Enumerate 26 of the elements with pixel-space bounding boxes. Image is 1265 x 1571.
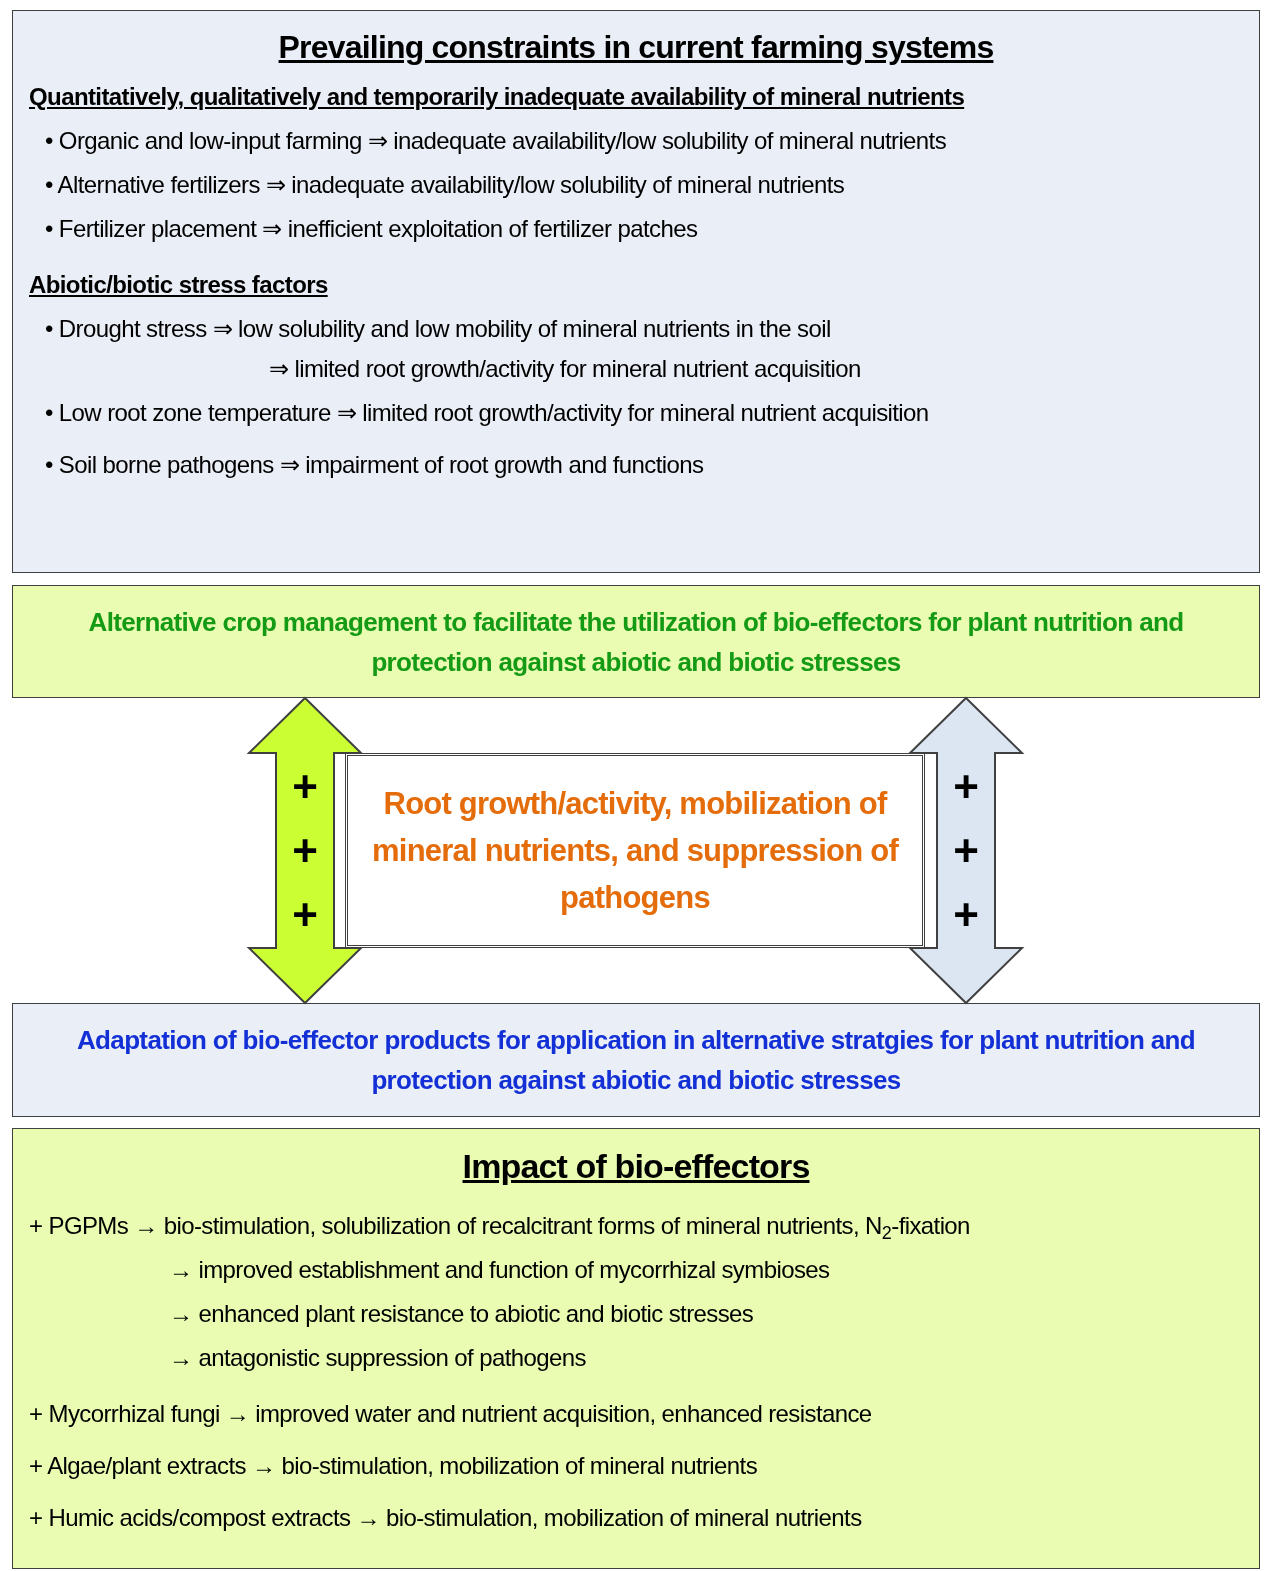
list-item: ⇒ limited root growth/activity for mineral nutrient acquisition [268,354,862,384]
banner-text: Adaptation of bio-effector products for application in alternative stratgies for plant nutrition and protection against abiotic and biotic stresses [75,1024,1197,1097]
list-item: + PGPMs → bio-stimulation, solubilization of recalcitrant forms of mineral nutrients, N$_{2}$-fixation [29,1211,971,1244]
list-item: → antagonistic suppression of pathogens [168,1343,587,1373]
text-box [12,10,1260,573]
list-item: → improved establishment and function of mycorrhizal symbioses [168,1255,831,1285]
box-text: Root growth/activity, mobilization of mineral nutrients, and suppression of pathogens [372,785,898,917]
list-item: • Low root zone temperature ⇒ limited root growth/activity for mineral nutrient acquisition [44,398,930,428]
list-item: • Organic and low-input farming ⇒ inadequate availability/low solubility of mineral nutrients [44,126,948,156]
subheading: Quantitatively, qualitatively and temporarily inadequate availability of mineral nutrients [29,82,966,112]
heading: Prevailing constraints in current farming systems [277,28,995,67]
list-item: → enhanced plant resistance to abiotic and biotic stresses [168,1299,755,1329]
text-box [12,585,1260,698]
subheading: Abiotic/biotic stress factors [29,270,329,300]
text-box [12,1003,1260,1117]
text-box [345,753,925,948]
list-item: + Algae/plant extracts → bio-stimulation, mobilization of mineral nutrients [29,1451,759,1481]
text-box [12,1128,1260,1569]
list-item: • Alternative fertilizers ⇒ inadequate availability/low solubility of mineral nutrients [44,170,846,200]
list-item: • Soil borne pathogens ⇒ impairment of root growth and functions [44,450,705,480]
list-item: • Fertilizer placement ⇒ inefficient exploitation of fertilizer patches [44,214,699,244]
list-item: + Humic acids/compost extracts → bio-stimulation, mobilization of mineral nutrients [29,1503,863,1533]
banner-text: Alternative crop management to facilitate the utilization of bio-effectors for plant nutrition and protection against abiotic and biotic stresses [87,605,1185,679]
list-item: • Drought stress ⇒ low solubility and low mobility of mineral nutrients in the soil [44,314,832,344]
heading: Impact of bio-effectors [461,1146,811,1187]
list-item: + Mycorrhizal fungi → improved water and nutrient acquisition, enhanced resistance [29,1399,873,1429]
